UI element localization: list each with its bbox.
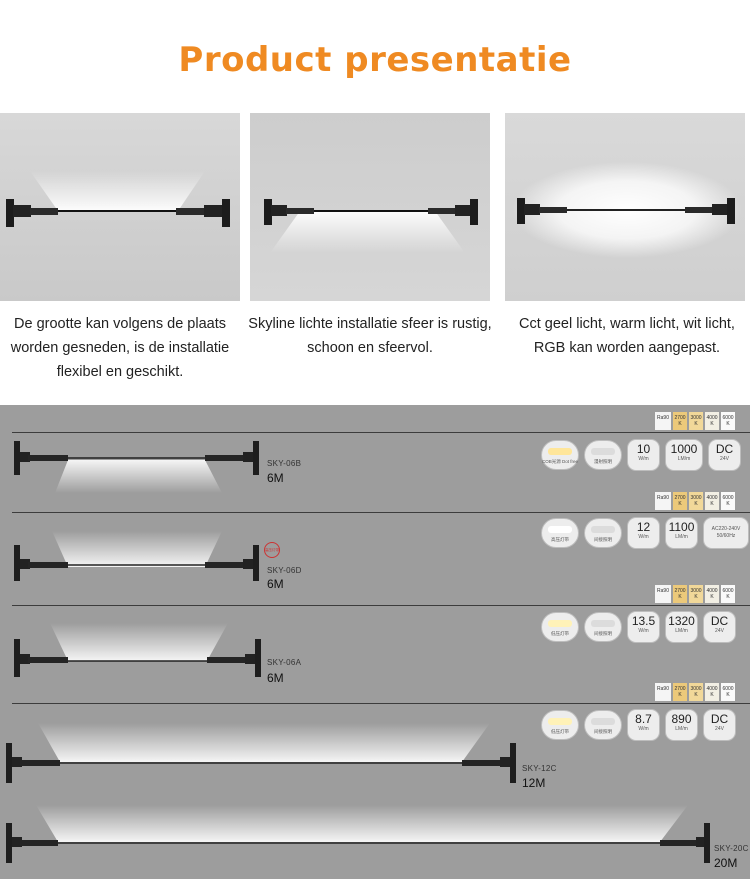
- length-label: 6M: [267, 671, 284, 685]
- color-temp-swatches: Ra90 2700 K 3000 K 4000 K 6000 K: [655, 683, 735, 701]
- temp-swatch: 3000 K: [689, 683, 703, 701]
- lighting-mode-pill: 间接照明: [584, 612, 622, 642]
- temp-swatch: 2700 K: [673, 585, 687, 603]
- model-label: SKY-20C: [714, 844, 749, 853]
- temp-swatch: 4000 K: [705, 492, 719, 510]
- temp-swatch: 6000 K: [721, 412, 735, 430]
- length-label: 12M: [522, 776, 546, 790]
- page-title: Product presentatie: [178, 40, 572, 80]
- panel-image-color-temperature: [505, 113, 745, 301]
- lighting-mode-pill: 漫射照明: [584, 440, 622, 470]
- temp-swatch: 6000 K: [721, 585, 735, 603]
- ra-badge: Ra90: [655, 585, 671, 603]
- light-source-pill: 低压灯带: [541, 710, 579, 740]
- ra-badge: Ra90: [655, 412, 671, 430]
- model-label: SKY-06A: [267, 658, 302, 667]
- ra-badge: Ra90: [655, 492, 671, 510]
- temp-swatch: 3000 K: [689, 492, 703, 510]
- temp-swatch: 4000 K: [705, 585, 719, 603]
- temp-swatch: 6000 K: [721, 683, 735, 701]
- model-label: SKY-06B: [267, 459, 302, 468]
- model-label: SKY-06D: [267, 566, 302, 575]
- temp-swatch: 2700 K: [673, 412, 687, 430]
- model-label: SKY-12C: [522, 764, 557, 773]
- length-label: 20M: [714, 856, 738, 870]
- stamp-badge: 高压灯带: [264, 542, 280, 558]
- light-source-pill: 低压灯带: [541, 612, 579, 642]
- light-source-pill: COB光源 Dot free: [541, 440, 579, 470]
- lighting-mode-pill: 间接照明: [584, 710, 622, 740]
- length-label: 6M: [267, 577, 284, 591]
- color-temp-swatches: Ra90 2700 K 3000 K 4000 K 6000 K: [655, 412, 735, 430]
- temp-swatch: 2700 K: [673, 683, 687, 701]
- temp-swatch: 6000 K: [721, 492, 735, 510]
- panel-image-cut-to-size: [0, 113, 240, 301]
- temp-swatch: 2700 K: [673, 492, 687, 510]
- caption-installation-atmosphere: Skyline lichte installatie sfeer is rust…: [248, 316, 492, 356]
- temp-swatch: 4000 K: [705, 683, 719, 701]
- caption-color-temperature: Cct geel licht, warm licht, wit licht, R…: [519, 316, 735, 356]
- ra-badge: Ra90: [655, 683, 671, 701]
- light-source-pill: 高压灯带: [541, 518, 579, 548]
- product-catalog: Ra90 2700 K 3000 K 4000 K 6000 K Ra90 27…: [0, 405, 750, 879]
- temp-swatch: 3000 K: [689, 412, 703, 430]
- length-label: 6M: [267, 471, 284, 485]
- color-temp-swatches: Ra90 2700 K 3000 K 4000 K 6000 K: [655, 492, 735, 510]
- color-temp-swatches: Ra90 2700 K 3000 K 4000 K 6000 K: [655, 585, 735, 603]
- temp-swatch: 4000 K: [705, 412, 719, 430]
- temp-swatch: 3000 K: [689, 585, 703, 603]
- panel-image-installation-atmosphere: [250, 113, 490, 301]
- lighting-mode-pill: 间接照明: [584, 518, 622, 548]
- caption-cut-to-size: De grootte kan volgens de plaats worden …: [10, 316, 230, 380]
